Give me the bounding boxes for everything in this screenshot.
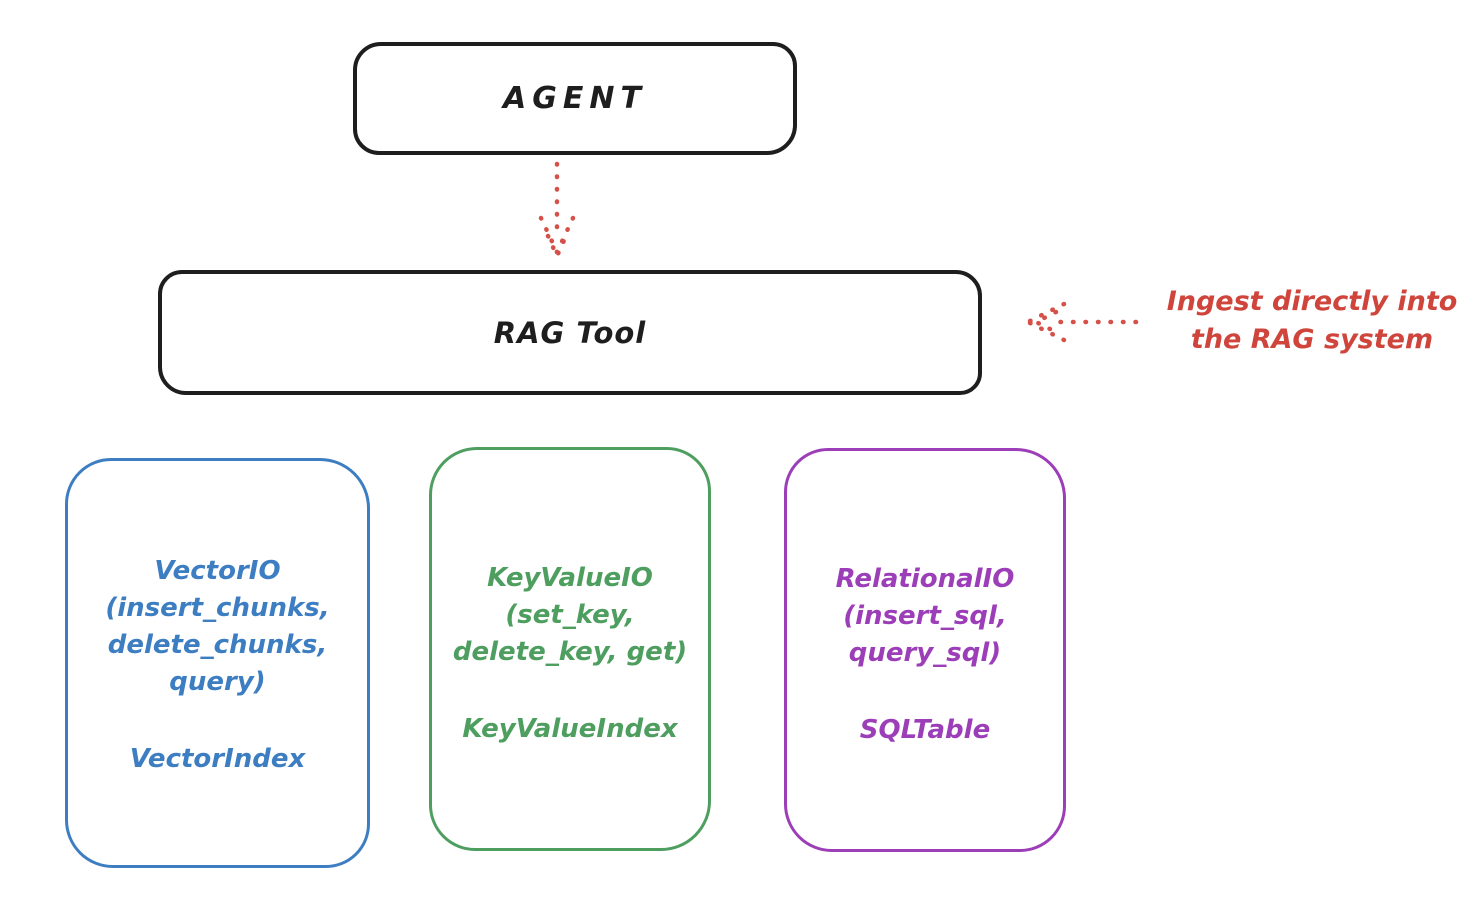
- keyvalue-io-box: KeyValueIO (set_key, delete_key, get) Ke…: [429, 447, 711, 851]
- arrow-agent-to-rag-icon: [538, 161, 576, 262]
- agent-box: AGENT: [353, 42, 797, 155]
- vector-io-methods-line1: (insert_chunks,: [105, 592, 330, 623]
- keyvalue-io-methods-line2: delete_key, get): [452, 636, 688, 667]
- vector-io-methods-line3: query): [169, 666, 266, 697]
- rag-tool-box: RAG Tool: [158, 270, 982, 395]
- relational-io-title: RelationalIO: [835, 564, 1015, 594]
- ingest-annotation-line2: the RAG system: [1190, 323, 1434, 355]
- agent-label: AGENT: [503, 81, 647, 116]
- arrow-ingest-into-rag-icon: [1025, 301, 1139, 343]
- vector-index-label: VectorIndex: [129, 743, 306, 774]
- keyvalue-io-title: KeyValueIO: [487, 563, 653, 593]
- sql-table-label: SQLTable: [859, 714, 991, 745]
- relational-io-methods-line2: query_sql): [848, 637, 1002, 668]
- vector-io-title: VectorIO: [154, 556, 281, 586]
- relational-io-box: RelationalIO (insert_sql, query_sql) SQL…: [784, 448, 1066, 852]
- rag-tool-label: RAG Tool: [493, 315, 647, 350]
- keyvalue-io-methods-line1: (set_key,: [505, 599, 635, 630]
- ingest-annotation: Ingest directly into the RAG system: [1140, 283, 1484, 359]
- relational-io-methods-line1: (insert_sql,: [843, 600, 1007, 631]
- keyvalue-index-label: KeyValueIndex: [462, 713, 678, 744]
- ingest-annotation-line1: Ingest directly into: [1166, 286, 1458, 317]
- vector-io-box: VectorIO (insert_chunks, delete_chunks, …: [65, 458, 370, 868]
- vector-io-methods-line2: delete_chunks,: [107, 629, 328, 660]
